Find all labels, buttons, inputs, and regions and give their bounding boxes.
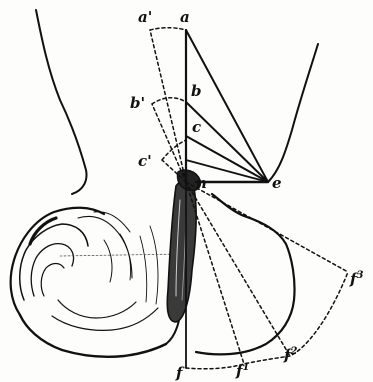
label-f1-sup: 1 [242,362,249,373]
label-a: a [180,8,190,26]
cartilage-body [167,170,200,322]
label-b: b [191,82,202,100]
label-c: c [192,118,201,136]
label-f1: f1 [235,362,249,380]
label-e: e [272,174,282,192]
construction-lines [186,30,268,368]
label-f2-sup: 2 [289,346,297,357]
label-n: n [196,174,207,192]
label-f3-sup: 3 [356,270,363,281]
label-f: f [175,364,185,382]
point-labels: a a' b b' c c' n e f f1 f2 f3 [130,8,363,382]
label-a-prime: a' [138,8,152,26]
label-f2: f2 [283,346,297,364]
label-b-prime: b' [130,94,145,112]
label-f3: f3 [349,270,363,288]
ear-structure [20,212,182,331]
label-c-prime: c' [138,152,152,170]
